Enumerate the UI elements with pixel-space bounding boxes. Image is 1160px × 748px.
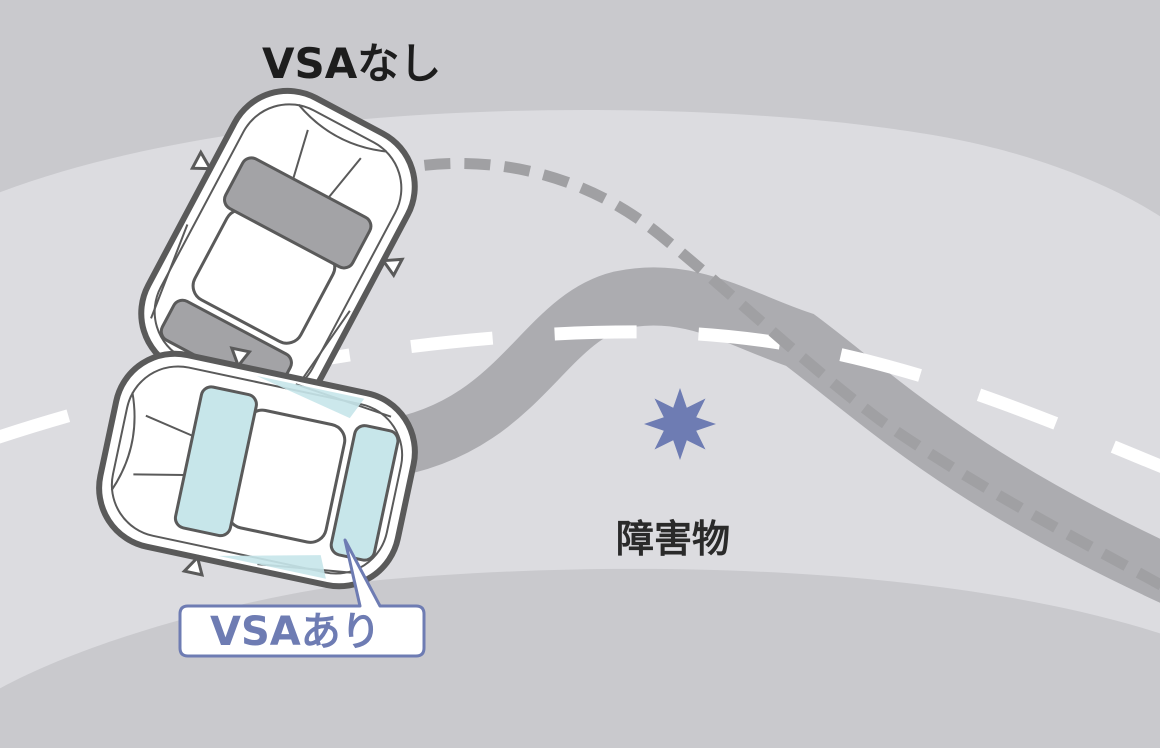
label-without-vsa: VSAなし bbox=[262, 39, 441, 88]
car-with-vsa bbox=[85, 327, 430, 613]
label-with-vsa: VSAあり bbox=[210, 609, 381, 655]
car-windshield bbox=[173, 385, 258, 538]
callout-with-vsa: VSAあり bbox=[178, 538, 426, 658]
car-windshield bbox=[223, 156, 373, 270]
trajectory-without-vsa bbox=[383, 157, 1160, 591]
skid-path bbox=[375, 267, 1160, 603]
label-obstacle: 障害物 bbox=[616, 517, 730, 561]
starburst-icon bbox=[644, 388, 716, 460]
